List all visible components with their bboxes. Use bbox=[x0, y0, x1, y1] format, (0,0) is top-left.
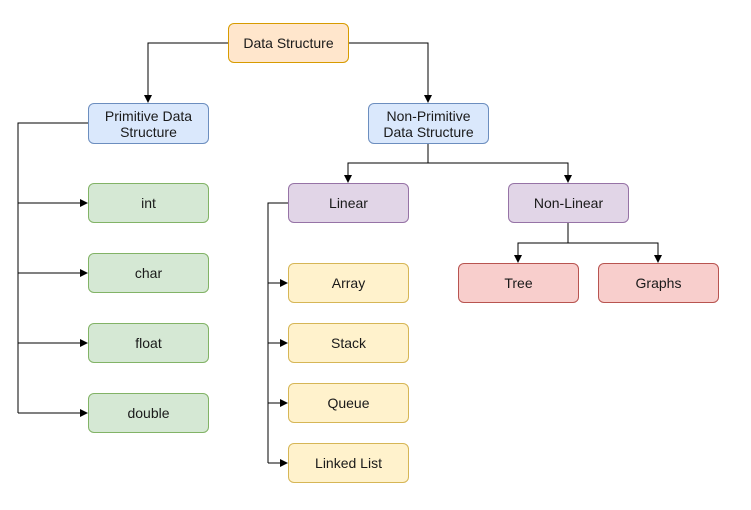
node-linear: Linear bbox=[288, 183, 409, 223]
node-graphs: Graphs bbox=[598, 263, 719, 303]
node-stack: Stack bbox=[288, 323, 409, 363]
connector-non-linear-graphs bbox=[568, 242, 662, 263]
node-tree: Tree bbox=[458, 263, 579, 303]
connector-root-primitive bbox=[144, 42, 228, 103]
node-non-primitive-data-structure: Non-Primitive Data Structure bbox=[368, 103, 489, 144]
node-linked-list: Linked List bbox=[288, 443, 409, 483]
node-array: Array bbox=[288, 263, 409, 303]
node-double: double bbox=[88, 393, 209, 433]
node-non-linear: Non-Linear bbox=[508, 183, 629, 223]
node-float: float bbox=[88, 323, 209, 363]
connector-non-primitive-linear bbox=[344, 162, 428, 183]
connector-non-primitive-non-linear bbox=[428, 162, 572, 183]
node-char: char bbox=[88, 253, 209, 293]
node-data-structure: Data Structure bbox=[228, 23, 349, 63]
connector-linear-spine bbox=[267, 202, 288, 463]
node-int: int bbox=[88, 183, 209, 223]
node-primitive-data-structure: Primitive Data Structure bbox=[88, 103, 209, 144]
connector-non-linear-tree bbox=[514, 242, 568, 263]
connector-primitive-spine bbox=[17, 122, 88, 413]
connector-root-non-primitive bbox=[349, 42, 432, 103]
node-queue: Queue bbox=[288, 383, 409, 423]
